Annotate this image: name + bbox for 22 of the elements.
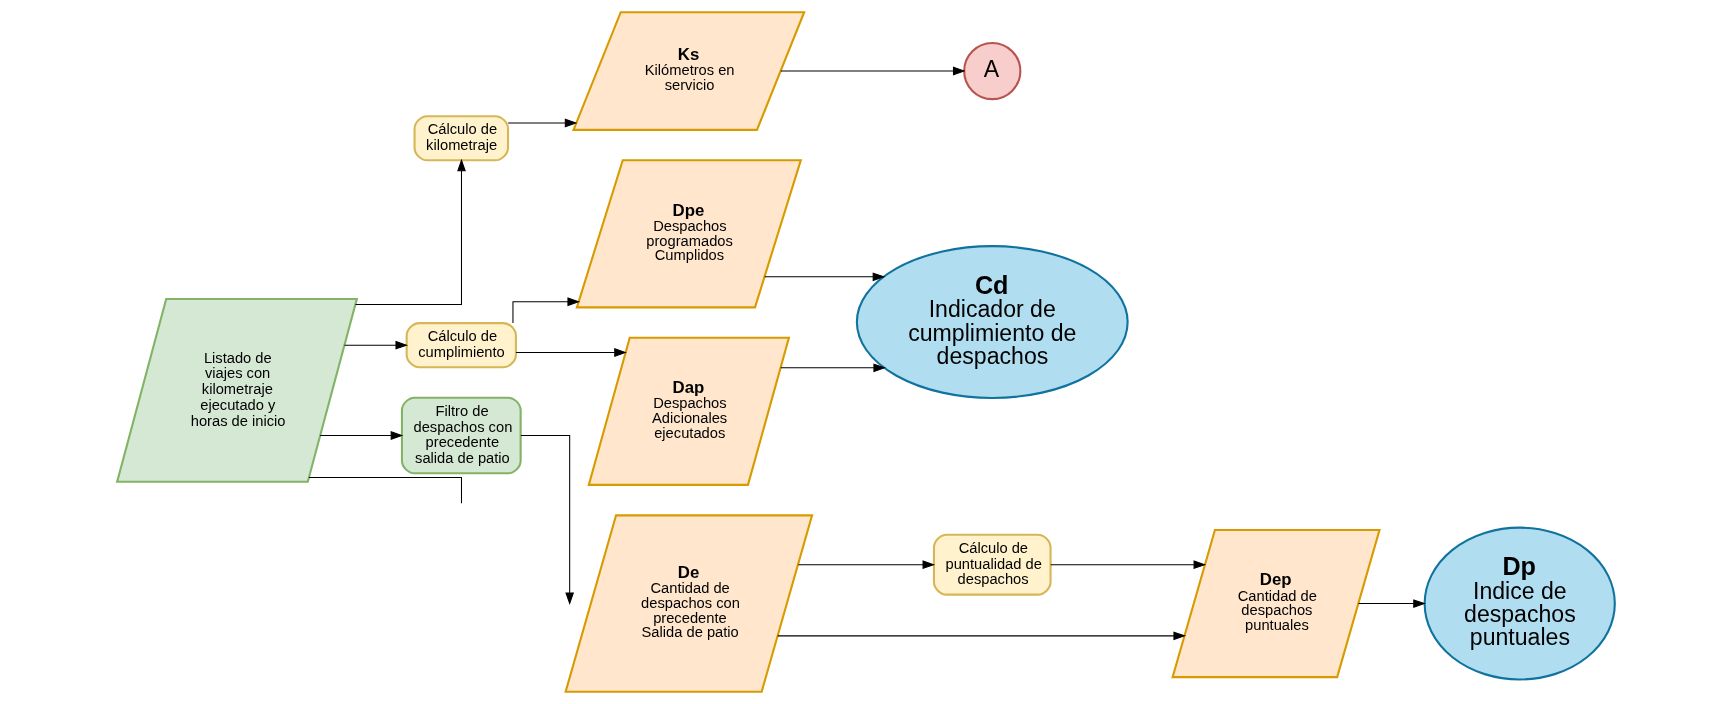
arrow <box>344 340 409 350</box>
node-ellipse: Dp Indice de despachos puntuales <box>1423 526 1616 681</box>
arrow <box>515 348 627 357</box>
arrow <box>1050 560 1207 570</box>
node-box: Filtro de despachos con precedente salida de patio <box>400 396 522 475</box>
node-box: Cálculo de kilometraje <box>413 115 510 162</box>
arrow <box>520 434 575 606</box>
arrow <box>507 118 578 128</box>
arrow <box>780 363 887 373</box>
arrow <box>319 431 404 440</box>
arrow <box>777 631 1187 641</box>
node-box: Cálculo de cumplimiento <box>405 322 517 369</box>
arrow <box>764 272 886 282</box>
arrow <box>354 158 466 306</box>
arrow <box>512 297 581 324</box>
node-ellipse: Cd Indicador de cumplimiento de despachos <box>855 245 1129 399</box>
arrow <box>780 66 966 76</box>
node-box: Cálculo de puntualidad de despachos <box>932 533 1052 596</box>
connector <box>308 477 462 504</box>
node-circle: A <box>963 41 1022 101</box>
arrow <box>1358 599 1426 608</box>
arrow <box>797 560 936 570</box>
